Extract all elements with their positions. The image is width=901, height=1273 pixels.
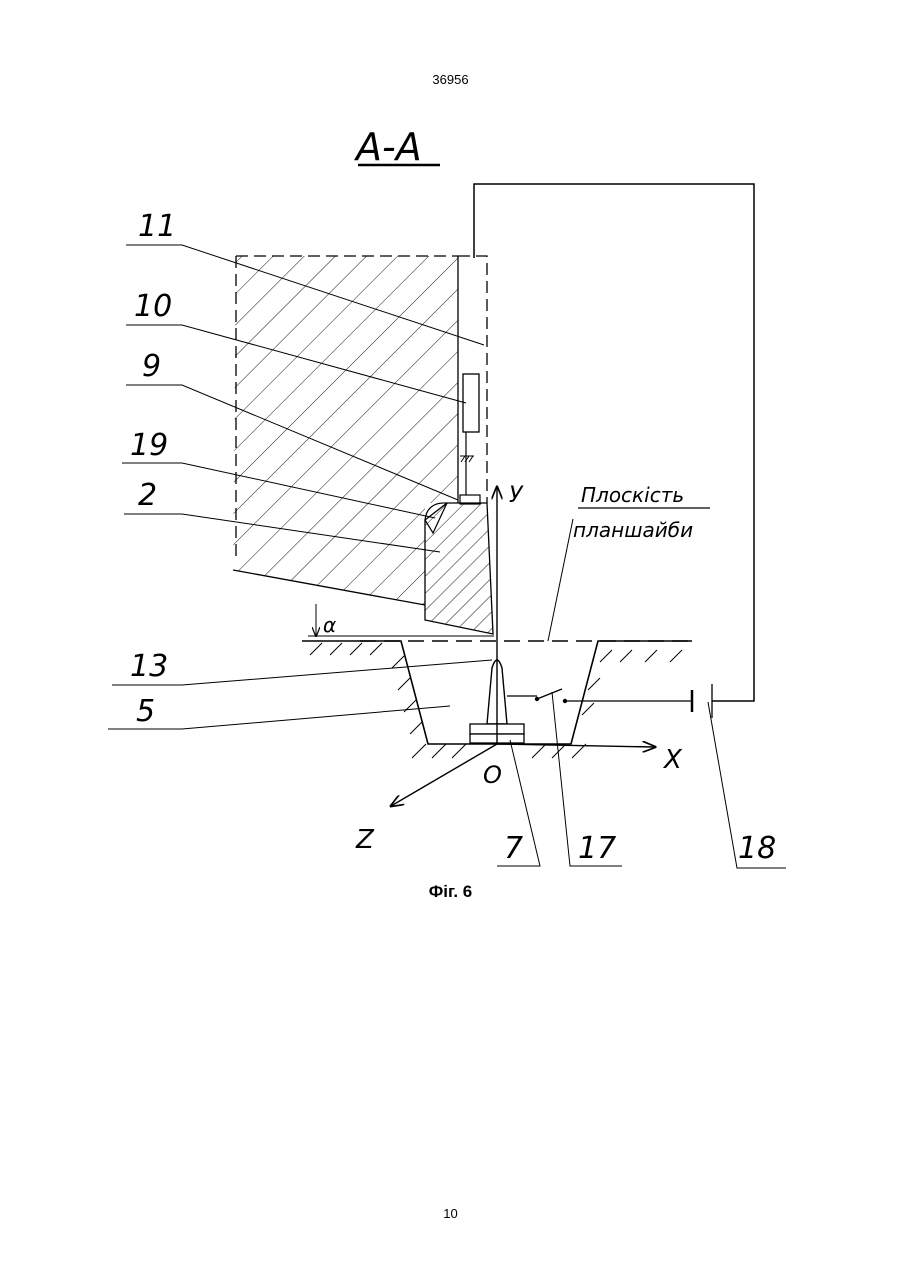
section-label: A-A (353, 125, 422, 169)
ground-hatch-right (582, 650, 682, 715)
callout-13: 13 (130, 649, 168, 684)
switch-17 (537, 689, 562, 699)
ground-hatch-bottom (412, 744, 586, 758)
callout-11: 11 (138, 209, 176, 244)
axis-x (497, 744, 655, 747)
callout-17: 17 (578, 831, 616, 866)
callout-9: 9 (142, 349, 161, 384)
callout-19: 19 (130, 428, 168, 463)
housing-hatch (233, 256, 458, 605)
axis-x-label: X (662, 745, 683, 775)
callout-7: 7 (504, 831, 523, 866)
circuit-wire (474, 184, 754, 701)
plane-leader (548, 519, 573, 641)
plane-label-line2: планшайби (573, 518, 693, 542)
axis-z (391, 744, 497, 806)
callout-18: 18 (738, 831, 776, 866)
callout-5: 5 (136, 694, 155, 729)
figure-caption: Фіг. 6 (0, 882, 901, 902)
axis-z-label: Z (355, 825, 375, 855)
page-number: 10 (0, 1206, 901, 1221)
origin-label: O (483, 761, 502, 789)
leader-13 (112, 660, 492, 685)
cutter-2 (425, 503, 493, 634)
callout-2: 2 (138, 478, 157, 513)
callout-10: 10 (134, 289, 172, 324)
leader-5 (108, 706, 450, 729)
plane-label-line1: Плоскість (581, 483, 684, 507)
angle-label: α (323, 613, 336, 637)
sensor-spring (460, 456, 474, 462)
axis-y-label: У (509, 483, 524, 508)
